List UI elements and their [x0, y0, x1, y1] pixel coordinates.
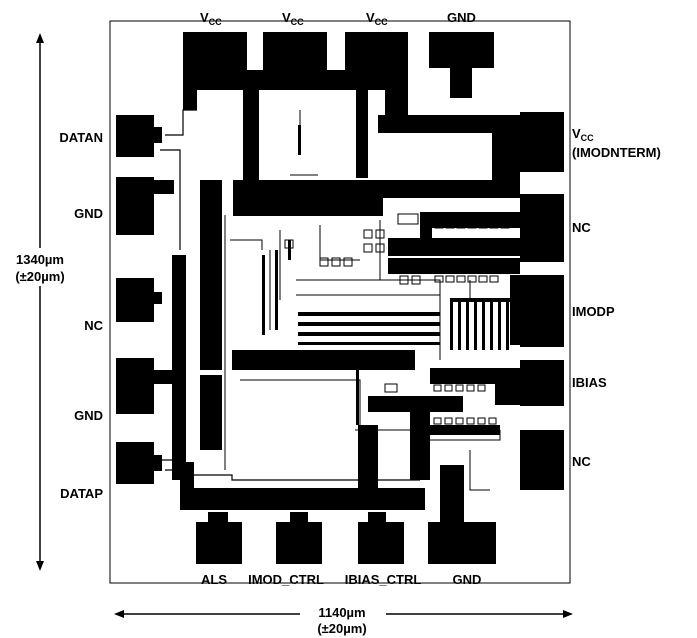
pad-left-nc	[116, 278, 154, 322]
pad-left-gnd-1	[116, 177, 154, 235]
cell-array-lower	[384, 383, 497, 425]
pad-left-datan	[116, 115, 154, 157]
label-bottom-imod-ctrl: IMOD_CTRL	[248, 572, 324, 587]
label-right-nc-1: NC	[572, 220, 591, 235]
label-bottom-ibias-ctrl: IBIAS_CTRL	[345, 572, 422, 587]
metal-band-upper	[233, 180, 520, 198]
pad-right-vcc	[520, 112, 564, 172]
left-bus	[172, 255, 186, 480]
cell-array-upper	[284, 213, 510, 285]
rail-drop-inner	[356, 88, 368, 178]
height-dimension-value: 1340µm	[16, 252, 64, 267]
rail-drop-mid	[243, 88, 259, 188]
top-supply-rail	[183, 70, 408, 90]
pad-top-gnd-stem	[450, 66, 472, 98]
label-bottom-als: ALS	[201, 572, 227, 587]
pad-right-imodp	[520, 275, 564, 347]
label-top-gnd: GND	[447, 10, 476, 25]
left-pads	[116, 115, 174, 484]
pad-bottom-gnd	[428, 522, 496, 564]
bottom-pads	[196, 512, 496, 564]
label-right-imodp: IMODP	[572, 304, 615, 319]
label-top-vcc-1: VCC	[200, 10, 222, 27]
rail-drop-vcc3	[385, 70, 408, 120]
label-left-gnd-1: GND	[74, 206, 103, 221]
pad-top-vcc-3	[345, 32, 408, 72]
bottom-rail	[180, 488, 425, 510]
label-left-gnd-2: GND	[74, 408, 103, 423]
label-right-ibias: IBIAS	[572, 375, 607, 390]
label-left-datan: DATAN	[59, 130, 103, 145]
height-dimension-tolerance: (±20µm)	[15, 269, 64, 284]
pad-left-datap	[116, 442, 154, 484]
label-right-nc-2: NC	[572, 454, 591, 469]
pad-right-ibias	[520, 360, 564, 406]
label-right-vcc-note: (IMODNTERM)	[572, 145, 661, 160]
bar-array-middle	[298, 312, 440, 345]
pad-right-nc-2	[520, 430, 564, 490]
pad-right-nc-1	[520, 194, 564, 262]
label-bottom-gnd: GND	[453, 572, 482, 587]
label-left-nc: NC	[84, 318, 103, 333]
label-left-datap: DATAP	[60, 486, 103, 501]
comb-array	[450, 298, 510, 350]
width-dimension-value: 1140µm	[318, 605, 365, 620]
pad-top-gnd	[429, 32, 494, 68]
pad-top-vcc-1	[183, 32, 247, 72]
width-dimension-tolerance: (±20µm)	[317, 621, 366, 636]
label-top-vcc-3: VCC	[366, 10, 388, 27]
rail-drop-left	[183, 88, 197, 110]
pad-top-vcc-2	[263, 32, 327, 72]
pad-bottom-als	[196, 522, 242, 564]
metal-band-middle	[232, 350, 415, 370]
pad-left-gnd-2	[116, 358, 154, 414]
pad-bottom-imod-ctrl	[276, 522, 322, 564]
label-top-vcc-2: VCC	[282, 10, 304, 27]
label-right-vcc: VCC	[572, 126, 594, 143]
die-outline	[109, 20, 571, 584]
pad-bottom-ibias-ctrl	[358, 522, 404, 564]
